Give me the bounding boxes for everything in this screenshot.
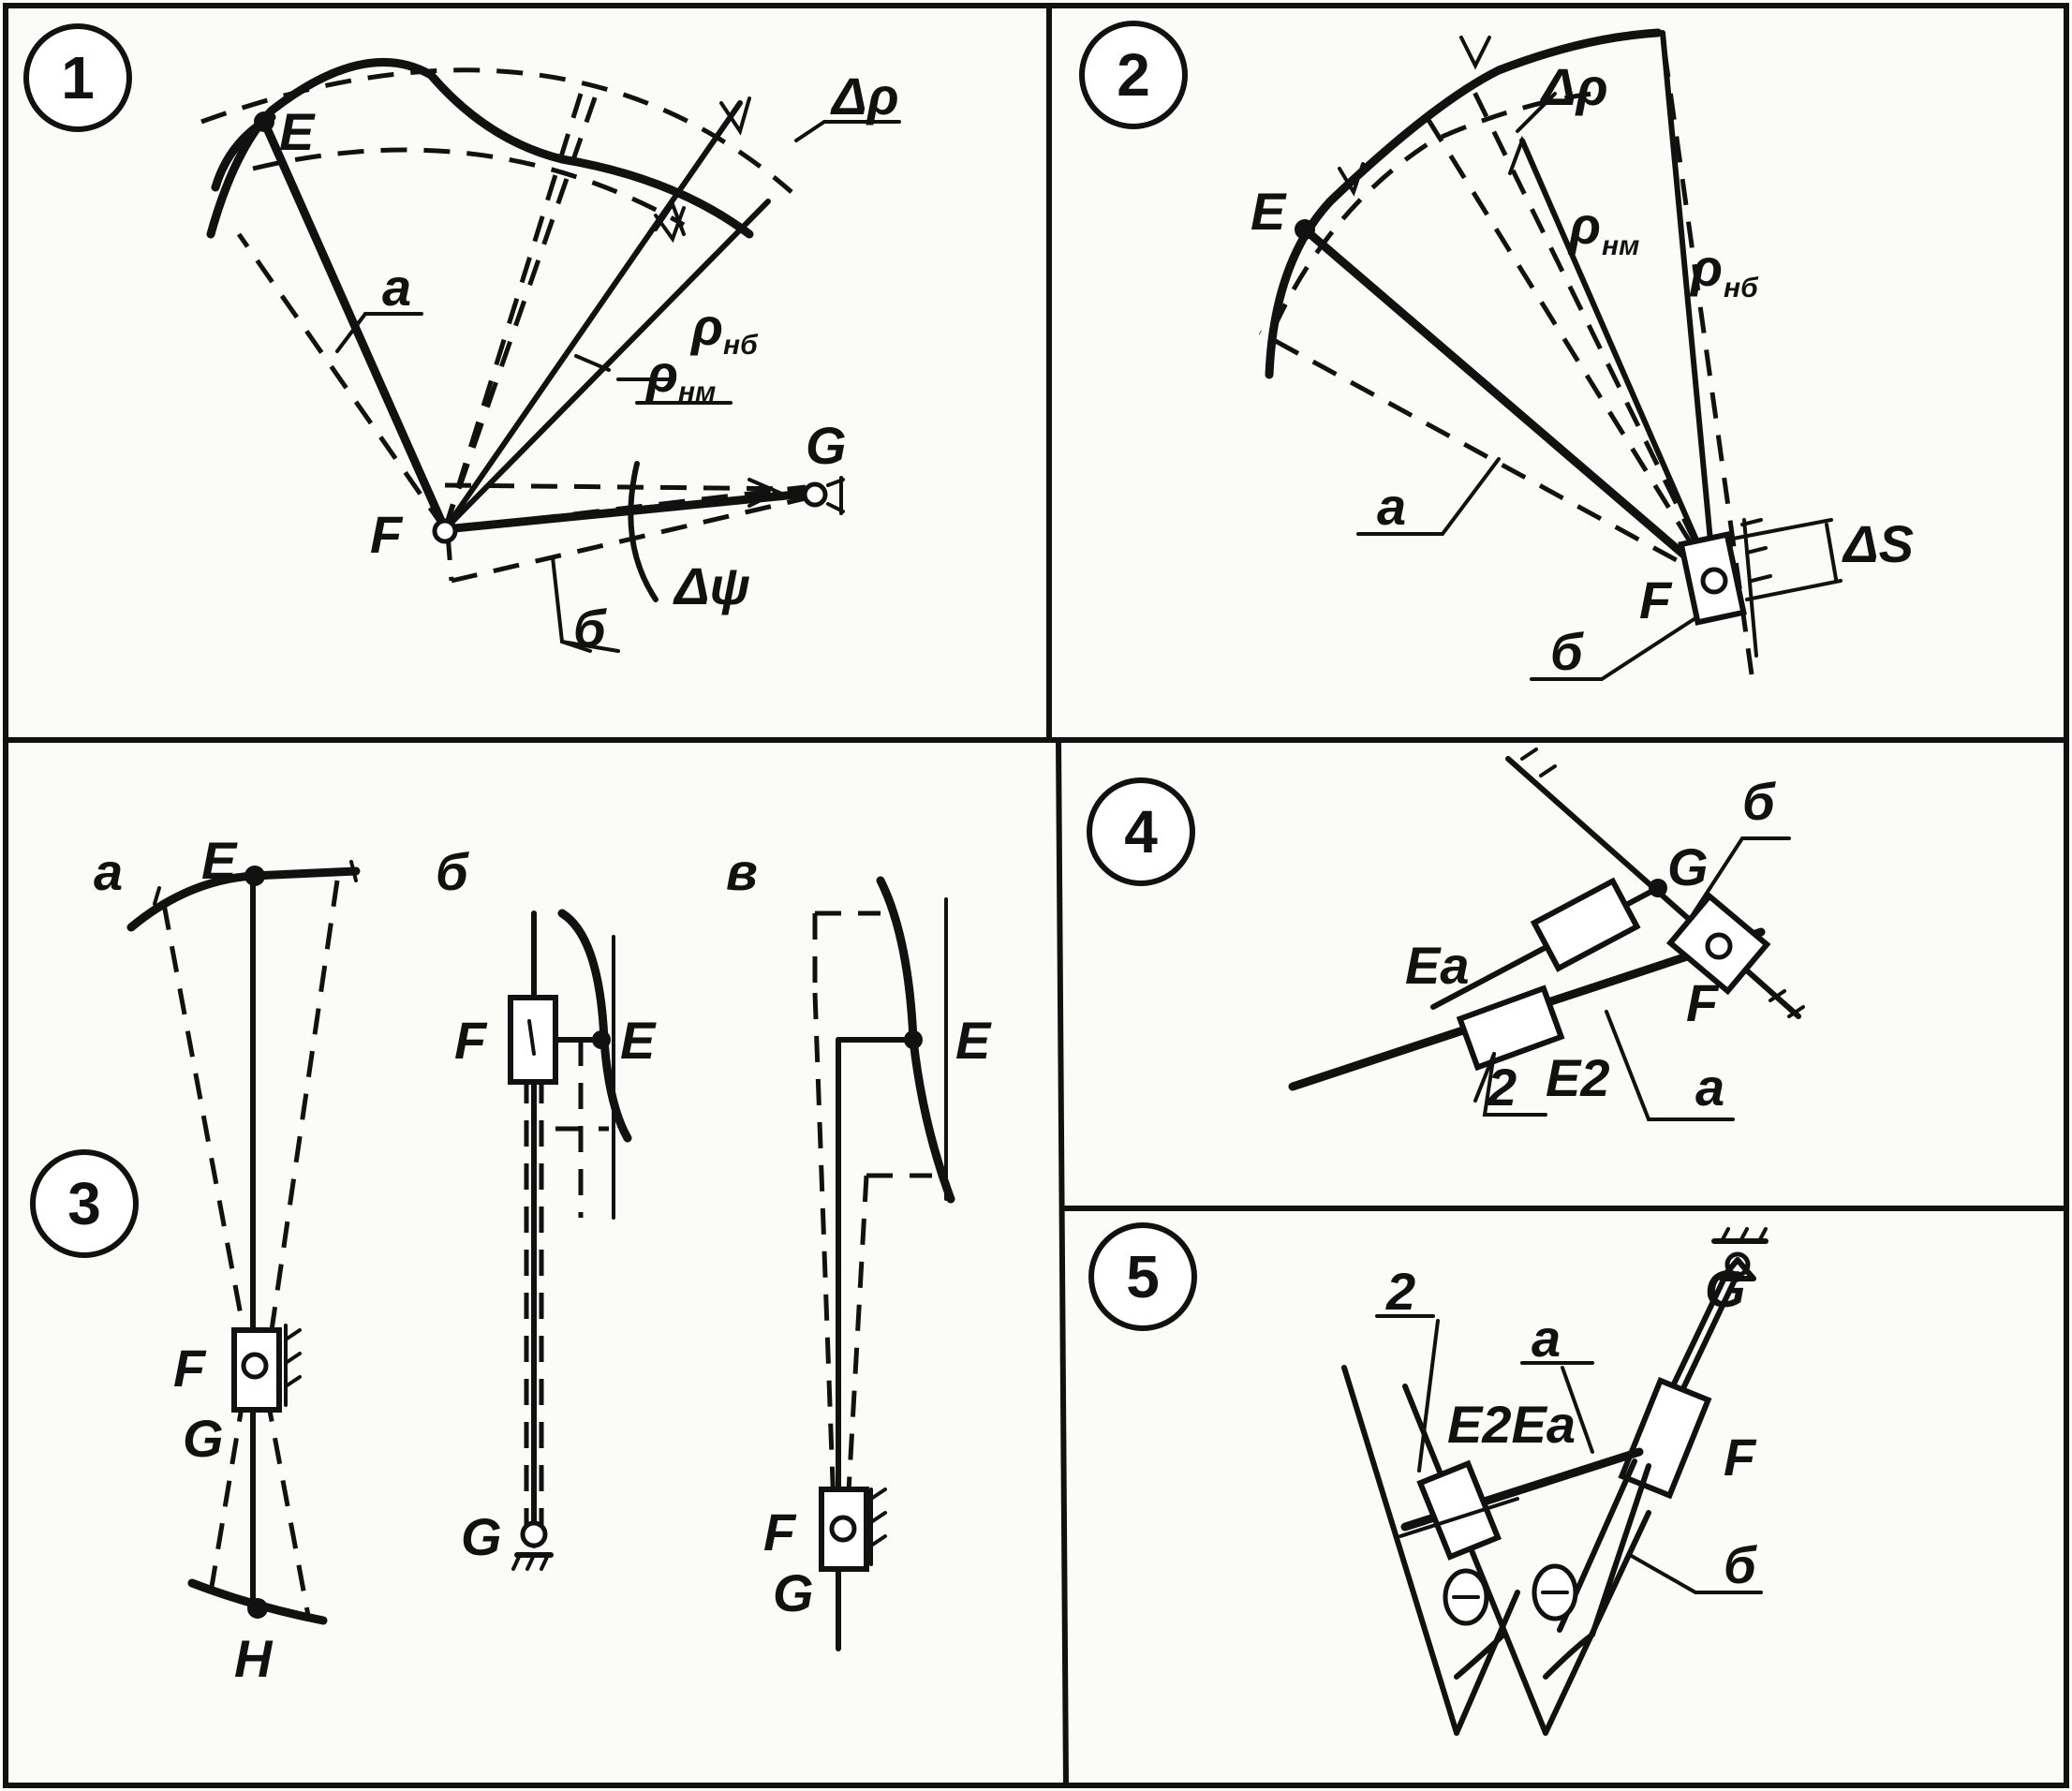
label-rho-max: ρ: [689, 297, 723, 356]
label-F: F: [1639, 570, 1673, 629]
label-delta-psi: Δψ: [673, 556, 750, 615]
panel-3: 3 a E F G H: [30, 831, 992, 1688]
label-G: G: [806, 416, 847, 475]
label-3a-G: G: [183, 1409, 224, 1468]
label-a: a: [1532, 1309, 1561, 1368]
label-rho-min-sub: нм: [1602, 230, 1639, 261]
label-F: F: [1686, 973, 1720, 1032]
label-rho-max: ρ: [1689, 238, 1723, 297]
label-E2: E2: [1546, 1048, 1610, 1107]
label-delta-rho: Δρ: [830, 67, 899, 126]
label-b: б: [1550, 622, 1584, 681]
label-3b-E: E: [620, 1011, 657, 1070]
panel-3-number: 3: [67, 1170, 101, 1237]
panel-5-number-circle: [1088, 1222, 1197, 1331]
panel-3-number-circle: [30, 1149, 139, 1258]
label-E: E: [279, 102, 316, 161]
label-3b-G: G: [461, 1507, 502, 1566]
label-3v-E: E: [955, 1011, 992, 1070]
panel-1-number: 1: [61, 44, 95, 111]
panel-4-number: 4: [1124, 798, 1158, 866]
label-3a-E: E: [201, 831, 238, 890]
label-a: a: [1695, 1058, 1724, 1117]
panel-1: 1: [23, 23, 901, 658]
label-rho-min: ρ: [1567, 196, 1601, 255]
label-G: G: [1667, 837, 1709, 896]
label-3v-G: G: [773, 1563, 814, 1622]
label-3a-F: F: [173, 1339, 207, 1398]
label-rho-min: ρ: [644, 344, 678, 403]
panel-2: 2 E F a б: [1079, 21, 1914, 681]
label-a: a: [382, 258, 411, 317]
panel-borders: [3, 3, 2069, 1788]
label-3b: б: [436, 842, 469, 901]
label-rho-max-sub: нб: [723, 330, 759, 361]
label-E2Ea: E2Ea: [1447, 1395, 1576, 1454]
label-Ea: Ea: [1405, 936, 1470, 995]
label-F: F: [370, 505, 404, 564]
label-b: б: [573, 599, 607, 658]
panel-2-number: 2: [1117, 41, 1150, 109]
label-G: G: [1705, 1259, 1746, 1318]
label-3a: a: [94, 842, 123, 901]
label-2: 2: [1487, 1058, 1517, 1117]
panel-4: 4 G б Ea F E2 a 2: [1087, 747, 1805, 1121]
label-2: 2: [1385, 1262, 1415, 1321]
panel-2-number-circle: [1079, 21, 1188, 129]
label-b: б: [1724, 1535, 1757, 1594]
label-3v-F: F: [763, 1502, 797, 1562]
label-3v: в: [726, 842, 758, 901]
label-rho-max-sub: нб: [1724, 273, 1759, 303]
label-delta-s: ΔS: [1842, 514, 1914, 573]
label-a: a: [1377, 477, 1406, 536]
label-E: E: [1251, 182, 1287, 241]
panel-5: 5 G: [1088, 1222, 1769, 1736]
panel-5-number: 5: [1126, 1243, 1160, 1310]
label-rho-min-sub: нм: [678, 377, 716, 407]
label-3a-H: H: [234, 1629, 274, 1688]
panel-1-number-circle: [23, 23, 132, 132]
label-3b-F: F: [454, 1011, 488, 1070]
label-b: б: [1742, 772, 1776, 831]
label-delta-rho: Δρ: [1539, 57, 1608, 116]
panel-4-number-circle: [1087, 777, 1195, 886]
label-F: F: [1724, 1428, 1757, 1487]
